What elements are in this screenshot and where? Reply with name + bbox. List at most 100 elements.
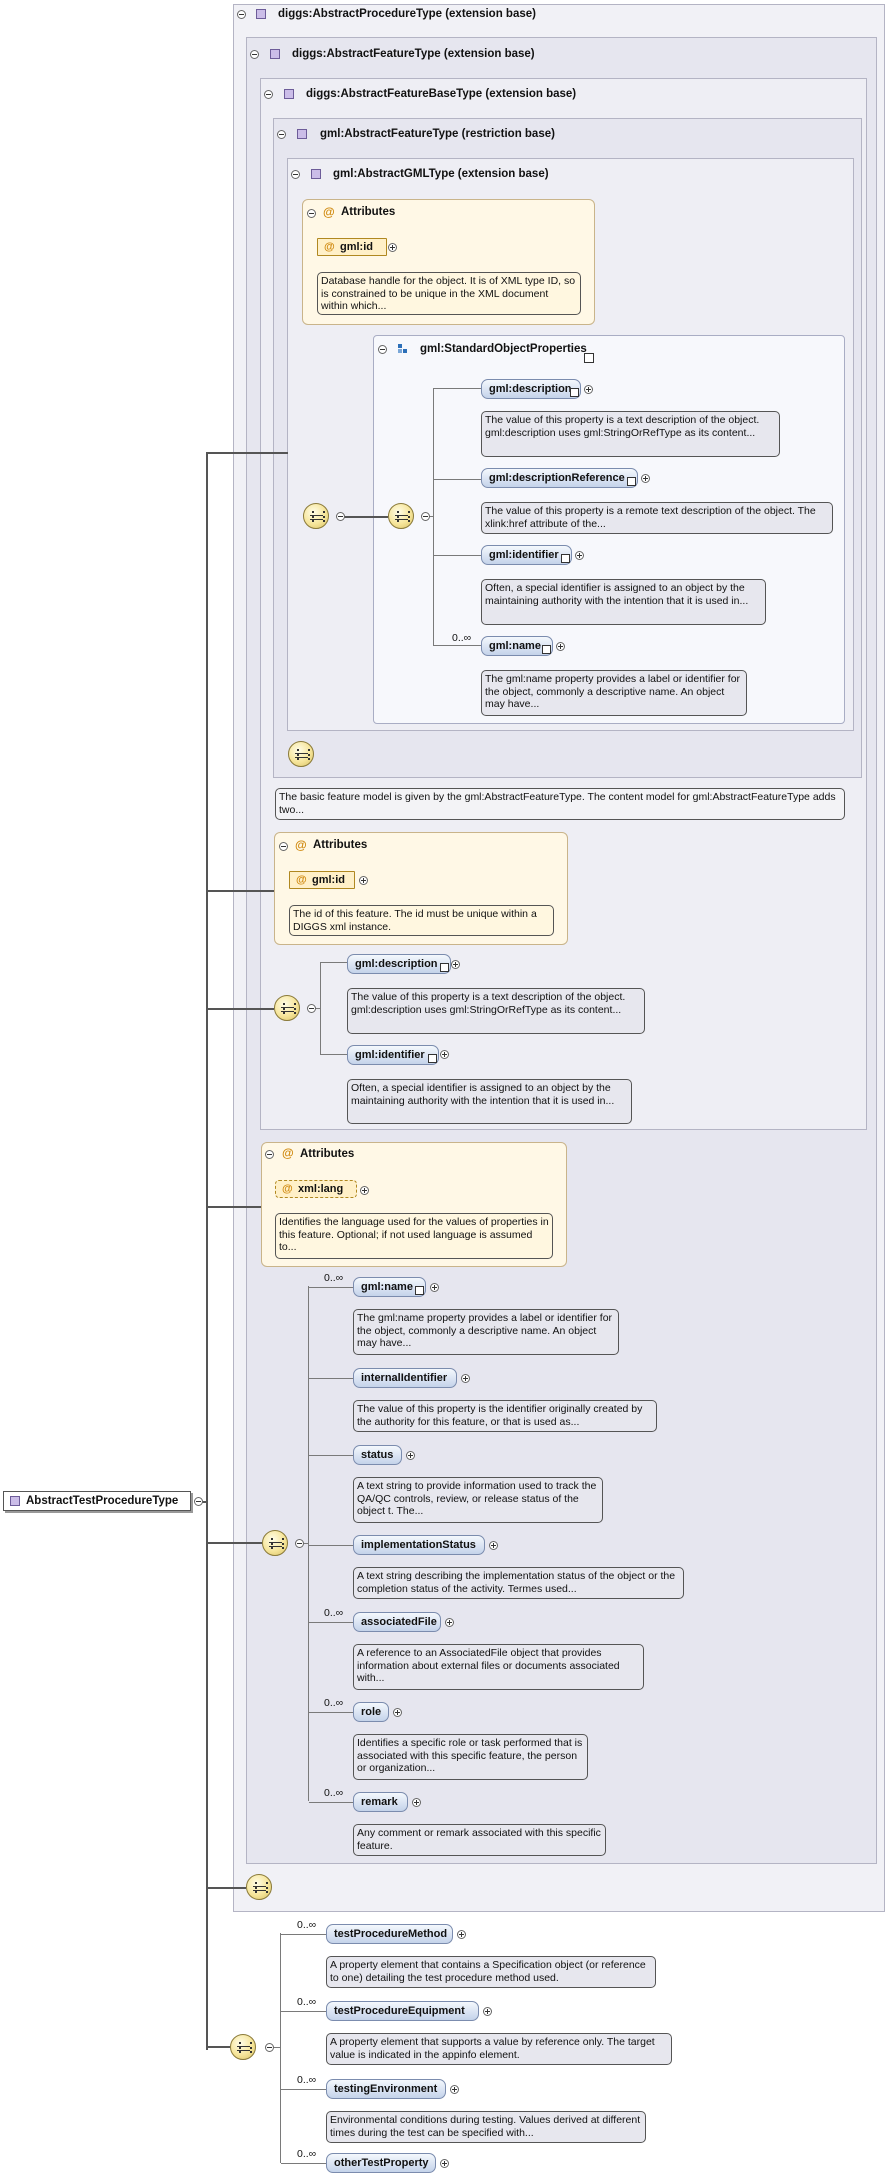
element-description: A reference to an AssociatedFile object … [353, 1644, 644, 1690]
element-gml-identifier[interactable]: gml:identifier [481, 545, 572, 565]
element-status[interactable]: status [353, 1445, 402, 1465]
attribute-icon: @ [296, 874, 307, 886]
connector-line [433, 645, 481, 646]
procedure-collapse-toggle[interactable] [237, 10, 246, 19]
expand-toggle[interactable] [440, 2159, 449, 2168]
connector-line [280, 1933, 281, 2163]
expand-toggle[interactable] [575, 551, 584, 560]
element-description: A property element that supports a value… [326, 2033, 672, 2065]
element-testprocedureequipment[interactable]: testProcedureEquipment [326, 2001, 479, 2021]
element-description: Environmental conditions during testing.… [326, 2111, 646, 2143]
expand-toggle[interactable] [584, 385, 593, 394]
gmlfeature-collapse-toggle[interactable] [277, 130, 286, 139]
element-implementationstatus[interactable]: implementationStatus [353, 1535, 485, 1555]
element-description: A text string to provide information use… [353, 1477, 603, 1523]
connector-line [281, 2163, 326, 2164]
connector-line [281, 1934, 326, 1935]
expand-toggle[interactable] [556, 642, 565, 651]
sequence-collapse-toggle[interactable] [307, 1004, 316, 1013]
expand-toggle[interactable] [388, 243, 397, 252]
element-description: Any comment or remark associated with th… [353, 1824, 606, 1856]
element-gml-description[interactable]: gml:description [347, 954, 451, 974]
gmltype-collapse-toggle[interactable] [291, 170, 300, 179]
gmlfeature-type-icon [297, 129, 307, 139]
expand-toggle[interactable] [430, 1283, 439, 1292]
multiplicity-label: 0..∞ [452, 632, 472, 644]
sequence-compositor-icon[interactable] [262, 1530, 288, 1556]
expand-toggle[interactable] [440, 1050, 449, 1059]
featurebase-attributes-toggle[interactable] [279, 842, 288, 851]
attribute-name: gml:id [312, 874, 345, 886]
element-associatedfile[interactable]: associatedFile [353, 1612, 441, 1632]
sequence-compositor-icon[interactable] [388, 503, 414, 529]
element-description: The gml:name property provides a label o… [481, 670, 747, 716]
element-gml-name[interactable]: gml:name [353, 1277, 426, 1297]
element-testproceduremethod[interactable]: testProcedureMethod [326, 1924, 453, 1944]
expand-toggle[interactable] [406, 1451, 415, 1460]
element-gml-descriptionreference[interactable]: gml:descriptionReference [481, 468, 638, 488]
feature-collapse-toggle[interactable] [250, 50, 259, 59]
gml-id-attribute[interactable]: @ gml:id [289, 871, 355, 889]
expand-toggle[interactable] [393, 1708, 402, 1717]
gmltype-attributes-toggle[interactable] [307, 209, 316, 218]
gml-id-description: The id of this feature. The id must be u… [289, 905, 554, 936]
expand-toggle[interactable] [641, 474, 650, 483]
element-description: Often, a special identifier is assigned … [347, 1079, 632, 1124]
expand-toggle[interactable] [489, 1541, 498, 1550]
sequence-compositor-icon[interactable] [230, 2034, 256, 2060]
group-reference-icon[interactable] [584, 353, 594, 363]
multiplicity-label: 0..∞ [324, 1787, 344, 1799]
multiplicity-label: 0..∞ [324, 1272, 344, 1284]
attribute-icon: @ [324, 241, 335, 253]
multiplicity-label: 0..∞ [297, 2074, 317, 2086]
sequence-compositor-icon[interactable] [274, 995, 300, 1021]
element-description: The value of this property is a text des… [347, 988, 645, 1034]
expand-toggle[interactable] [412, 1798, 421, 1807]
connector-line [206, 2046, 230, 2048]
group-icon [398, 344, 408, 354]
element-gml-name[interactable]: gml:name [481, 636, 553, 656]
sequence-collapse-toggle[interactable] [421, 512, 430, 521]
attribute-name: gml:id [340, 241, 373, 253]
gmltype-header: gml:AbstractGMLType (extension base) [333, 168, 549, 180]
sequence-collapse-toggle[interactable] [336, 512, 345, 521]
element-testingenvironment[interactable]: testingEnvironment [326, 2079, 446, 2099]
multiplicity-label: 0..∞ [297, 2148, 317, 2160]
expand-toggle[interactable] [359, 876, 368, 885]
xml-lang-attribute[interactable]: @ xml:lang [275, 1180, 357, 1198]
element-othertestproperty[interactable]: otherTestProperty [326, 2153, 436, 2173]
group-collapse-toggle[interactable] [378, 345, 387, 354]
root-collapse-toggle[interactable] [194, 1497, 203, 1506]
expand-toggle[interactable] [451, 960, 460, 969]
gml-id-attribute[interactable]: @ gml:id [317, 238, 387, 256]
multiplicity-label: 0..∞ [297, 1919, 317, 1931]
expand-toggle[interactable] [360, 1186, 369, 1195]
featurebase-type-icon [284, 89, 294, 99]
sequence-compositor-icon[interactable] [303, 503, 329, 529]
connector-line [206, 454, 208, 2050]
sequence-collapse-toggle[interactable] [265, 2043, 274, 2052]
sequence-compositor-icon[interactable] [288, 741, 314, 767]
xml-lang-description: Identifies the language used for the val… [275, 1213, 553, 1259]
element-gml-identifier[interactable]: gml:identifier [347, 1045, 439, 1065]
connector-line [312, 1008, 321, 1009]
element-role[interactable]: role [353, 1702, 389, 1722]
procedure-type-header: diggs:AbstractProcedureType (extension b… [278, 8, 536, 20]
featurebase-type-header: diggs:AbstractFeatureBaseType (extension… [306, 88, 577, 100]
sequence-collapse-toggle[interactable] [295, 1539, 304, 1548]
element-remark[interactable]: remark [353, 1792, 408, 1812]
attribute-name: xml:lang [298, 1183, 344, 1195]
multiplicity-label: 0..∞ [324, 1697, 344, 1709]
expand-toggle[interactable] [457, 1930, 466, 1939]
feature-attributes-toggle[interactable] [265, 1150, 274, 1159]
element-internalidentifier[interactable]: internalIdentifier [353, 1368, 457, 1388]
expand-toggle[interactable] [445, 1618, 454, 1627]
sequence-compositor-icon[interactable] [246, 1874, 272, 1900]
expand-toggle[interactable] [483, 2007, 492, 2016]
attribute-icon: @ [282, 1183, 293, 1195]
expand-toggle[interactable] [450, 2085, 459, 2094]
root-type-label[interactable]: AbstractTestProcedureType [3, 1491, 191, 1511]
featurebase-collapse-toggle[interactable] [264, 90, 273, 99]
element-gml-description[interactable]: gml:description [481, 379, 581, 399]
expand-toggle[interactable] [461, 1374, 470, 1383]
